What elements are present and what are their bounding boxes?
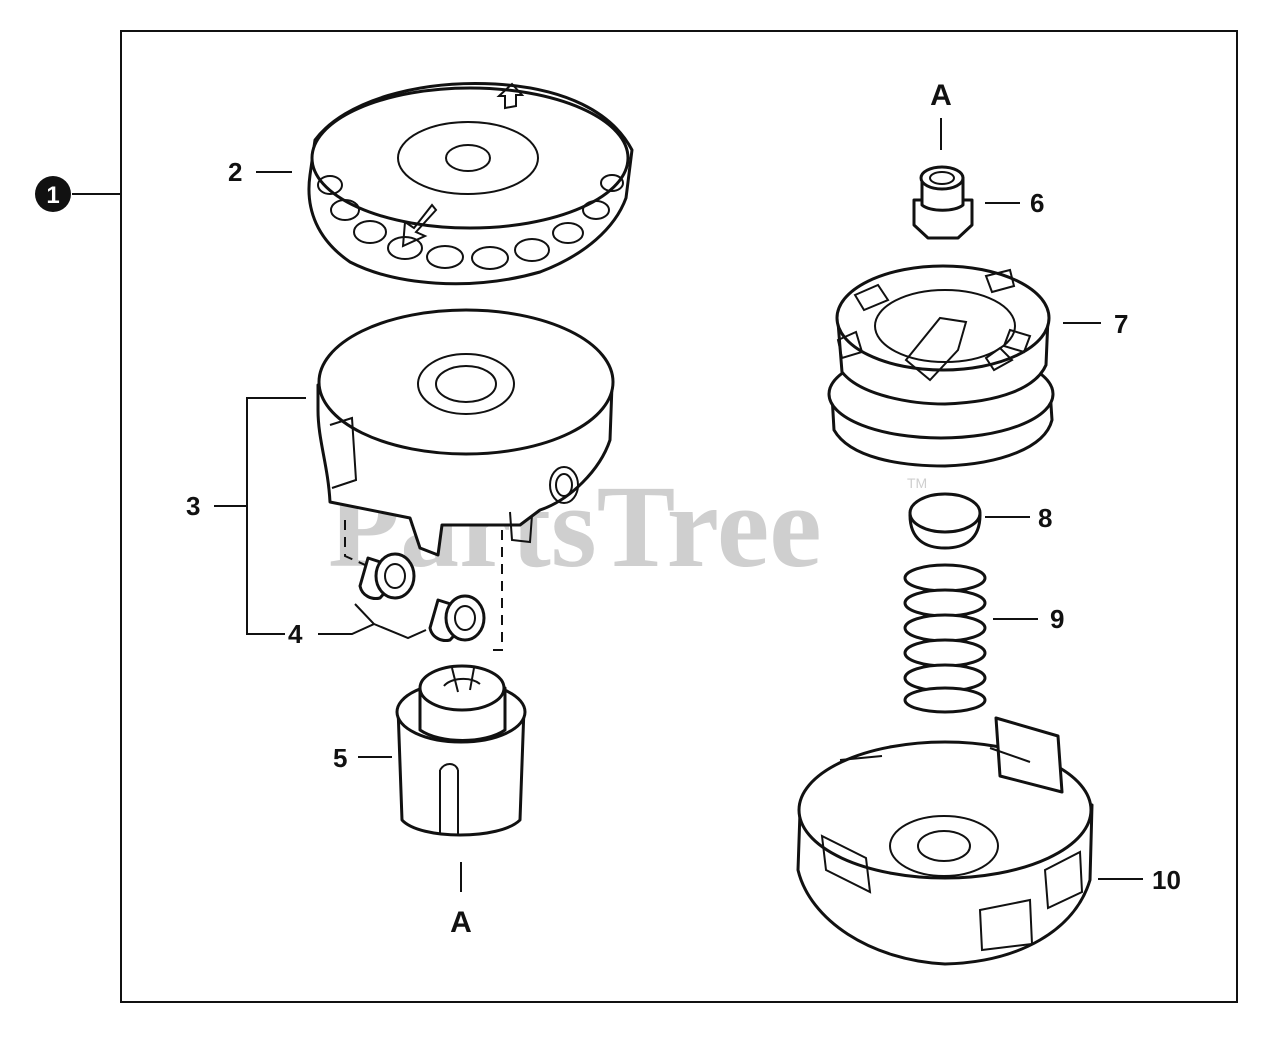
leader-4	[318, 603, 427, 640]
alignment-line-right	[488, 530, 503, 651]
callout-8: 8	[1038, 503, 1052, 533]
callout-4: 4	[288, 619, 303, 649]
bracket-3	[246, 397, 306, 635]
part-7-spool	[827, 264, 1055, 468]
part-2-cover	[307, 82, 634, 286]
part-10-base	[796, 716, 1094, 966]
part-3-housing	[316, 308, 615, 557]
callout-5: 5	[333, 743, 347, 773]
callout-10: 10	[1152, 865, 1181, 895]
assembly-badge-label: 1	[46, 182, 59, 209]
part-6-bolt	[912, 165, 974, 240]
watermark-trademark: TM	[907, 475, 927, 491]
callout-3: 3	[186, 491, 200, 521]
part-9-spring	[903, 563, 987, 714]
assembly-callout: 1	[35, 176, 121, 212]
callout-6: 6	[1030, 188, 1044, 218]
assembly-badge	[35, 176, 71, 212]
diagram-frame	[120, 30, 1238, 1003]
part-8-cap	[908, 492, 982, 550]
reference-mark-bottom: A	[450, 906, 472, 939]
callout-9: 9	[1050, 604, 1064, 634]
callout-7: 7	[1114, 309, 1128, 339]
callout-2: 2	[228, 157, 242, 187]
reference-mark-top: A	[930, 79, 952, 112]
part-4-eyelet-b	[428, 594, 486, 642]
part-5-adapter	[395, 664, 527, 837]
part-4-eyelet-a	[358, 552, 416, 600]
alignment-line-left	[344, 520, 373, 569]
